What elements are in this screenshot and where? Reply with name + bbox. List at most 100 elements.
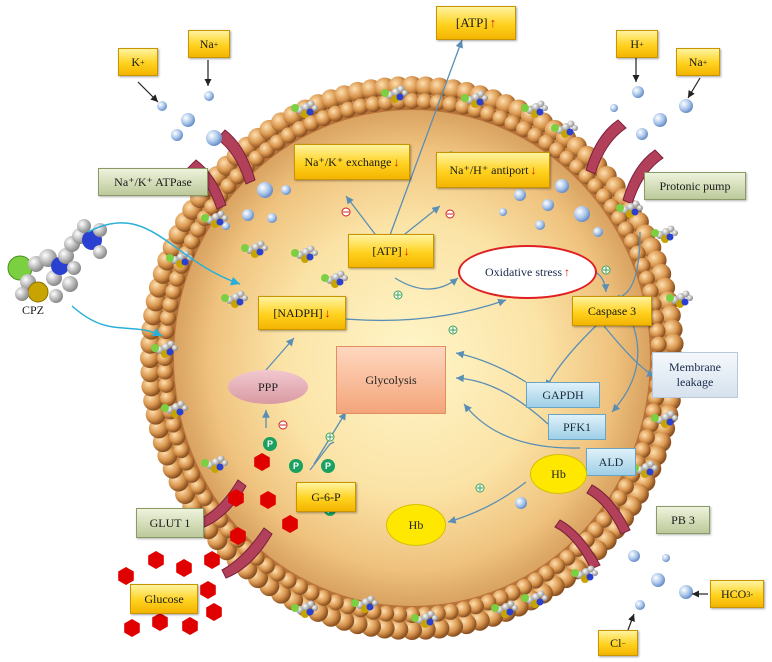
lipid-bead [404,93,420,109]
label-atp-center: [ATP]↓ [348,234,434,268]
lipid-bead [378,605,395,622]
lipid-bead [365,96,382,113]
lipid-bead [183,466,200,483]
glucose-hexagon [282,515,298,533]
glucose-hexagon [204,551,220,569]
glucose-hexagon [176,559,192,577]
lipid-bead [416,93,433,110]
ion-bubbles [157,86,693,610]
glucose-hexagon [118,567,134,585]
lipid-bead [624,233,641,250]
cpz-molecule [616,200,643,218]
lipid-bead [648,309,664,326]
lipid-bead [165,416,182,433]
lipid-bead [141,376,162,397]
cpz-molecule [666,290,693,308]
label-na-k-exchange: Na⁺/K⁺ exchange↓ [294,144,410,180]
lipid-bead [169,429,186,446]
glucose-hexagons [118,453,298,637]
lipid-bead [173,442,190,459]
lipid-bead [455,601,472,618]
lipid-bead [340,101,357,118]
glucose-hexagon [254,453,270,471]
lipid-bead [140,362,161,383]
glucose-hexagon [152,613,168,631]
hb-left: Hb [386,504,446,546]
cpz-molecules [151,85,693,628]
lipid-bead [315,110,332,127]
ppp-ellipse: PPP [228,370,308,404]
glucose-hexagon [260,491,276,509]
glucose-hexagon [200,581,216,599]
cpz-molecule [166,250,193,268]
lipid-bead [327,594,344,611]
external-ion-arrows [137,58,708,631]
lipid-bead [492,589,509,606]
lipid-bead [158,376,175,393]
lipid-bead [617,221,634,238]
cpz-molecule [221,290,248,308]
label-pb3: PB 3 [656,506,710,534]
label-na-h-antiport: Na⁺/H⁺ antiport↓ [436,152,550,188]
svg-text:P: P [267,439,273,449]
lipid-bead [467,598,484,615]
cpz-molecule [201,210,228,228]
lipid-bead [140,348,160,368]
cpz-molecule [651,225,678,243]
pathway-arrows [262,39,656,524]
cpz-molecule [491,600,518,618]
label-nadph: [NADPH]↓ [258,296,346,330]
cpz-molecule [351,595,378,613]
label-cl: Cl− [598,630,638,656]
lipid-bead [650,336,667,353]
cpz-molecule [151,340,178,358]
glucose-hexagon [124,619,140,637]
lipid-bead [178,454,195,471]
lipid-bead [391,606,408,623]
lipid-bead [160,390,176,407]
label-ald: ALD [586,448,636,476]
glycolysis-box: Glycolysis [336,346,446,414]
label-cpz: CPZ [22,303,45,317]
label-protonic-pump: Protonic pump [644,172,746,200]
label-caspase3: Caspase 3 [572,296,652,326]
lipid-bead [504,584,521,601]
svg-text:P: P [325,461,331,471]
lipid-bead [352,98,369,115]
lipid-bead [442,603,459,620]
inhibition-marker-signs [280,211,453,426]
cpz-molecule [551,120,578,138]
lipid-bead [158,323,175,340]
channel-pb3 [554,484,631,570]
label-na-ion-left: Na+ [188,30,230,58]
label-na-k-atpase: Na⁺/K⁺ ATPase [98,168,208,196]
lipid-bead [303,115,320,132]
lipid-bead [429,94,446,111]
cpz-molecule [291,245,318,263]
cpz-molecule [571,565,598,583]
lipid-bead [183,233,200,250]
cpz-molecule [411,610,438,628]
cpz-molecule [461,90,488,108]
lipid-bead [480,105,497,122]
cpz-molecule [651,410,678,428]
label-k-ion: K+ [118,48,158,76]
svg-text:P: P [293,461,299,471]
lipid-bead [649,323,666,340]
cpz-molecule [201,455,228,473]
lipid-bead [629,245,646,262]
lipid-bead [327,105,344,122]
glucose-hexagon [148,551,164,569]
label-pfk1: PFK1 [548,414,606,440]
lipid-bead [638,429,655,446]
cpz-molecule-model [7,219,107,303]
lipid-bead [157,363,174,380]
label-h-ion: H+ [616,30,658,58]
label-gapdh: GAPDH [526,382,600,408]
lipid-bead [634,442,651,459]
label-atp-top: [ATP]↑ [436,6,516,40]
cpz-molecule [291,100,318,118]
lipid-bead [160,309,176,326]
cpz-molecule [521,100,548,118]
cpz-molecule [291,600,318,618]
